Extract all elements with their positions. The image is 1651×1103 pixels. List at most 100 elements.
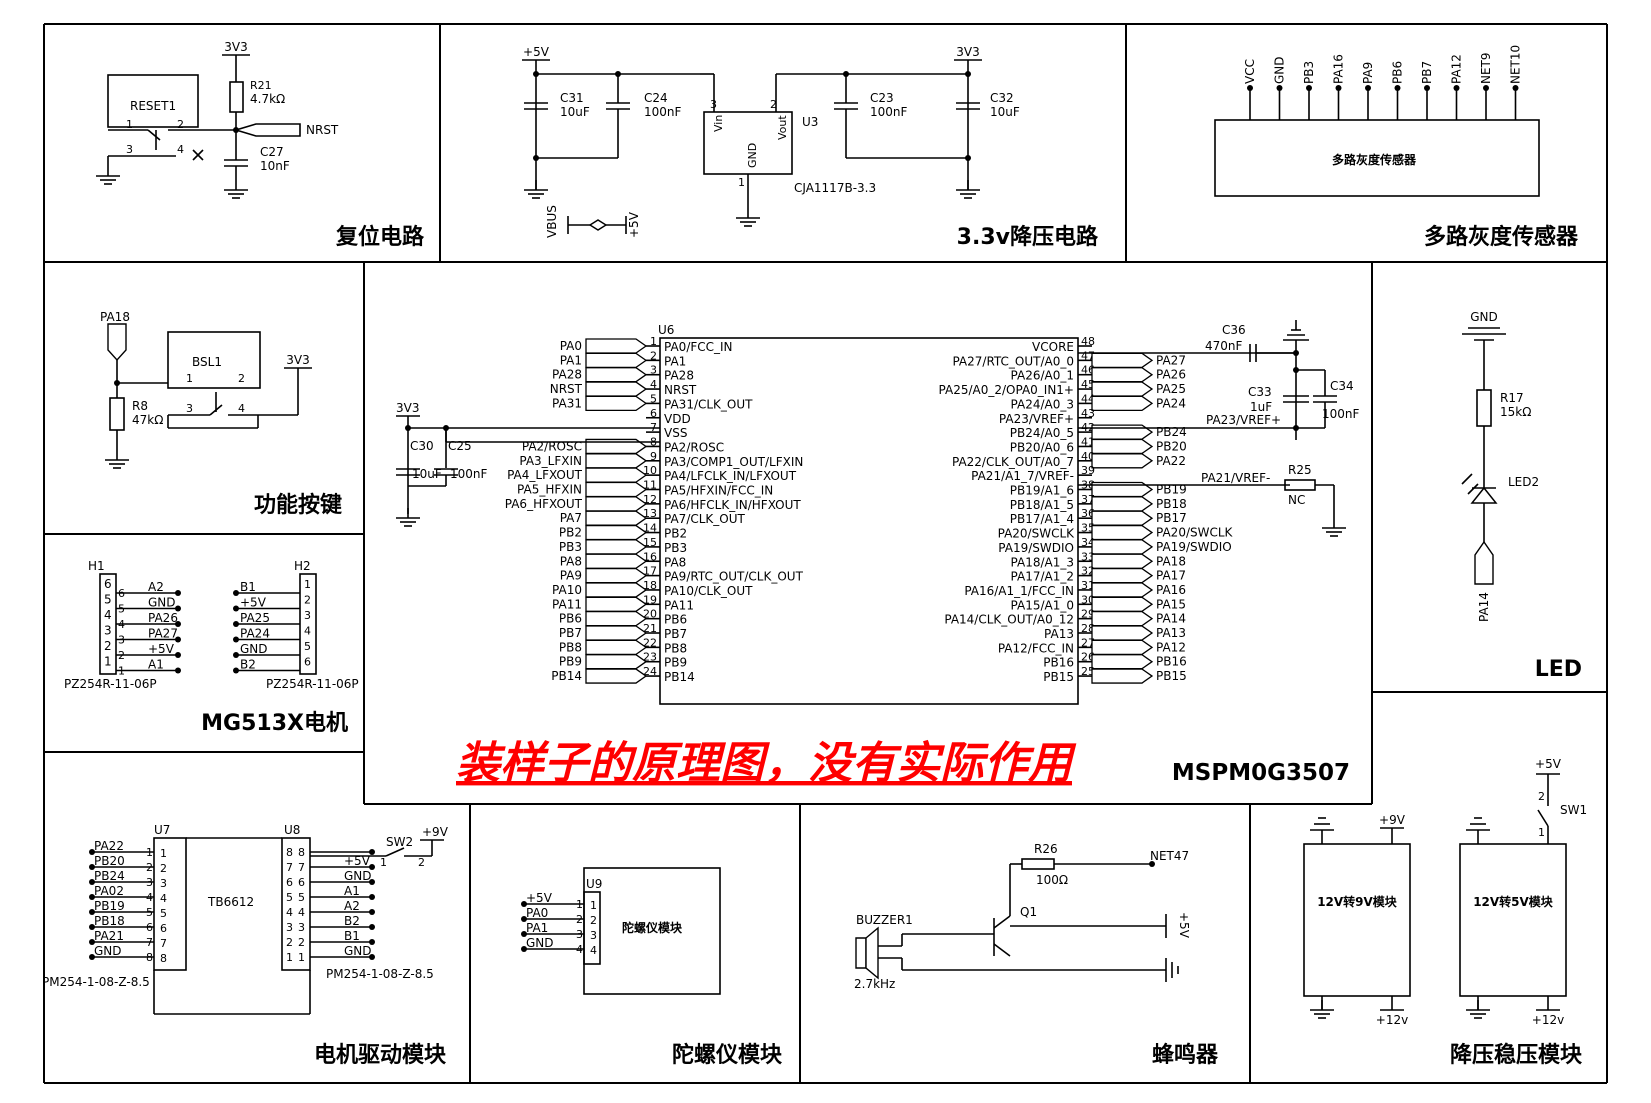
u7-pin-dot bbox=[89, 879, 95, 885]
mcu-pin-number: 1 bbox=[650, 335, 657, 348]
u7-pin-number: 3 bbox=[146, 876, 153, 889]
module-12v-9v bbox=[1303, 843, 1411, 997]
h1-pin-dot bbox=[175, 667, 181, 674]
watermark-text: 装样子的原理图，没有实际作用 bbox=[456, 738, 1077, 789]
mcu-net-tag bbox=[1091, 510, 1154, 526]
mcu-net-tag bbox=[1091, 367, 1154, 383]
u8-pin-dot bbox=[369, 954, 375, 960]
mcu-pin-name: PB14 bbox=[664, 670, 695, 684]
mcu-pin-name: PB9 bbox=[664, 656, 687, 670]
buzzer-5v-label: +5V bbox=[1177, 912, 1191, 939]
gray-pin-label: PB3 bbox=[1302, 61, 1316, 84]
title-gray-sensor: 多路灰度传感器 bbox=[1424, 224, 1579, 250]
sw1-pin1: 1 bbox=[1538, 826, 1545, 839]
mcu-net-label: PB3 bbox=[559, 540, 582, 554]
r26-value: 100Ω bbox=[1036, 873, 1068, 887]
gyro-pin-inner: 1 bbox=[590, 899, 597, 912]
h1-pin-dot bbox=[175, 590, 181, 596]
mcu-net-label: PA12 bbox=[1156, 640, 1186, 654]
net-3v3-label: 3V3 bbox=[224, 40, 247, 54]
u8-pin-number: 7 bbox=[298, 861, 305, 874]
mcu-pin-number: 12 bbox=[643, 493, 657, 506]
u7-net-label: PB18 bbox=[94, 914, 125, 928]
mcu-net-label: PA6_HFXOUT bbox=[505, 497, 583, 511]
mcu-pin-name: PB15 bbox=[1043, 670, 1074, 684]
mcu-pin-number: 4 bbox=[650, 378, 657, 391]
gyro-pin-dot bbox=[521, 931, 527, 937]
key-3v3-label: 3V3 bbox=[286, 353, 309, 367]
title-driver: 电机驱动模块 bbox=[314, 1043, 447, 1068]
mcu-net-label: PA3_LFXIN bbox=[519, 454, 582, 468]
mcu-net-label: PB18 bbox=[1156, 497, 1187, 511]
mcu-net-tag bbox=[1091, 582, 1154, 598]
mcu-net-tag bbox=[1091, 639, 1154, 655]
u7-pin-inner: 4 bbox=[160, 892, 167, 905]
u3-vin: Vin bbox=[712, 115, 725, 132]
u8-pin-dot bbox=[369, 849, 375, 855]
mcu-pin-name: PA23/VREF+ bbox=[999, 412, 1074, 426]
mcu-pin-name: PB17/A1_4 bbox=[1010, 512, 1074, 526]
mcu-pin-name: VCORE bbox=[1032, 340, 1074, 354]
mcu-net-tag bbox=[585, 367, 648, 383]
reg-5v-label: +5V bbox=[1535, 757, 1562, 771]
gray-sensor-label: 多路灰度传感器 bbox=[1332, 152, 1417, 167]
mcu-pin-name: PA0/FCC_IN bbox=[664, 340, 733, 354]
title-regulator: 降压稳压模块 bbox=[1450, 1042, 1583, 1068]
u7-pin-dot bbox=[89, 954, 95, 960]
c31-value: 10uF bbox=[560, 105, 590, 119]
mcu-net-tag bbox=[1091, 395, 1154, 412]
u7-pin-dot bbox=[89, 939, 95, 945]
mcu-net-tag bbox=[585, 510, 648, 526]
u7-part: PM254-1-08-Z-8.5 bbox=[42, 975, 150, 989]
u8-pin-number: 3 bbox=[298, 921, 305, 934]
bsl1-pin2: 2 bbox=[238, 372, 245, 385]
mcu-pin-number: 48 bbox=[1081, 335, 1095, 348]
h1-pin-dot bbox=[175, 652, 181, 658]
mcu-net-tag bbox=[585, 352, 648, 369]
mcu-pin-name: PA18/A1_3 bbox=[1011, 555, 1074, 569]
mcu-net-label: PA10 bbox=[552, 583, 582, 597]
h2-pin-number: 4 bbox=[304, 625, 311, 638]
u7-pin-number: 2 bbox=[146, 861, 153, 874]
mcu-pin-name: PA31/CLK_OUT bbox=[664, 397, 753, 411]
mcu-net-tag bbox=[1091, 524, 1154, 541]
u8-net-label: GND bbox=[344, 944, 372, 958]
u8-pin-inner: 7 bbox=[286, 861, 293, 874]
bsl1-pin1: 1 bbox=[186, 372, 193, 385]
u8-pin-dot bbox=[369, 939, 375, 945]
led2-ref: LED2 bbox=[1508, 475, 1539, 489]
gray-pin-dot bbox=[1335, 85, 1342, 91]
h1-net-label: PA26 bbox=[148, 611, 178, 625]
ldo-vout-label: 3V3 bbox=[956, 45, 979, 59]
mcu-pin-number: 43 bbox=[1081, 407, 1095, 420]
mcu-net-label: PB17 bbox=[1156, 511, 1187, 525]
mcu-net-tag bbox=[1091, 496, 1154, 512]
c25-ref: C25 bbox=[448, 439, 472, 453]
mcu-net-label: PB9 bbox=[559, 655, 582, 669]
mcu-pin-number: 3 bbox=[650, 364, 657, 377]
u8-part: PM254-1-08-Z-8.5 bbox=[326, 967, 434, 981]
mcu-pin-name: PA19/SWDIO bbox=[998, 541, 1074, 555]
h1-pin-number: 3 bbox=[104, 624, 112, 638]
u8-body bbox=[281, 837, 311, 971]
mcu-pin-name: NRST bbox=[664, 383, 697, 397]
mcu-net-tag bbox=[1091, 553, 1154, 569]
mcu-ref: U6 bbox=[658, 323, 674, 337]
bsl1-label: BSL1 bbox=[192, 355, 222, 369]
c25-value: 100nF bbox=[450, 467, 488, 481]
u8-pin-dot bbox=[369, 879, 375, 885]
u7-pin-inner: 6 bbox=[160, 922, 167, 935]
mcu-pin-number: 39 bbox=[1081, 464, 1095, 477]
mcu-net-tag bbox=[585, 539, 648, 555]
c24-ref: C24 bbox=[644, 91, 668, 105]
mcu-net-label: PA27 bbox=[1156, 353, 1186, 367]
gyro-net-label: +5V bbox=[526, 891, 553, 905]
mcu-pin-number: 2 bbox=[650, 349, 657, 362]
mcu-pin-name: PA1 bbox=[664, 354, 686, 368]
mcu-net-tag bbox=[1091, 438, 1154, 455]
gray-pin-label: PB7 bbox=[1420, 61, 1434, 84]
u7-pin-dot bbox=[89, 924, 95, 930]
title-motor: MG513X电机 bbox=[201, 711, 348, 736]
gyro-pin-inner: 4 bbox=[590, 944, 597, 957]
